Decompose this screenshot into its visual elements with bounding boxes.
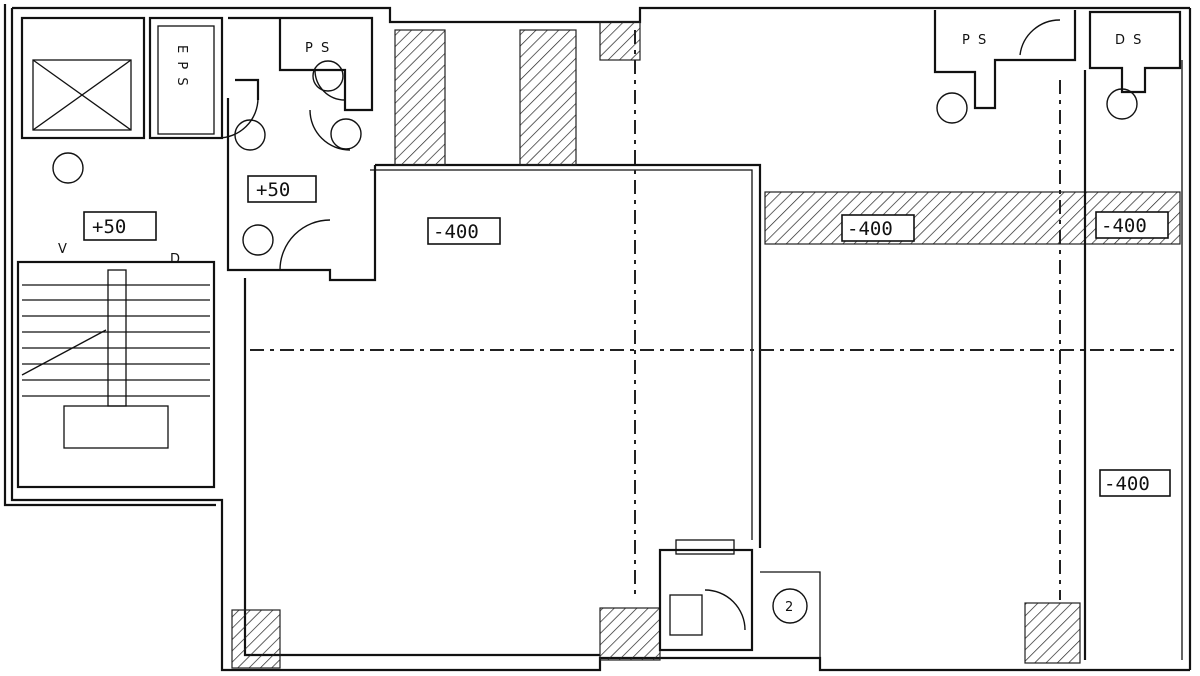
fixture-icon [1106, 88, 1138, 120]
bottom-small-room: 2 [658, 539, 821, 658]
ps-mid-room: P S [933, 10, 1077, 110]
level-label-band-center: -400 [841, 214, 915, 242]
fixture-icon [52, 152, 84, 184]
eps-label: E P S [174, 45, 189, 88]
main-room-walls [243, 30, 1180, 657]
staircase: V D [16, 242, 216, 489]
stair-up-mark: V [58, 242, 67, 257]
level-label-corridor: +50 [247, 175, 317, 203]
ps-left-room: P S [228, 16, 374, 112]
level-label-elevator-hall: +50 [83, 211, 157, 241]
level-label-band-right: -400 [1095, 211, 1169, 239]
fixture-icon [936, 92, 968, 124]
svg-text:-400: -400 [847, 218, 893, 240]
ds-right-room: D S [1083, 10, 1182, 660]
level-label-right-lower: -400 [1099, 469, 1171, 497]
fixture-icon [330, 118, 362, 150]
level-label-main-room: -400 [427, 217, 501, 245]
fixture-icon [312, 60, 344, 92]
ds-right-label: D S [1115, 33, 1143, 48]
fixture-icon [242, 224, 274, 256]
stair-down-mark: D [170, 252, 180, 267]
fixture-circle-mark: 2 [785, 600, 793, 615]
eps-room: E P S [148, 16, 224, 140]
svg-text:+50: +50 [256, 179, 290, 201]
ps-mid-label: P S [962, 33, 988, 48]
svg-text:-400: -400 [433, 221, 479, 243]
elevator-shaft [20, 16, 146, 140]
ps-left-label: P S [305, 41, 331, 56]
svg-text:+50: +50 [92, 216, 126, 238]
fixture-symbols [52, 60, 1138, 256]
hatched-areas [231, 21, 1181, 669]
fixture-icon [234, 119, 266, 151]
exterior-walls [3, 4, 1192, 672]
fixture-circle-icon [772, 588, 808, 624]
svg-text:-400: -400 [1101, 215, 1147, 237]
stair-treads [22, 284, 210, 397]
svg-text:-400: -400 [1104, 473, 1150, 495]
